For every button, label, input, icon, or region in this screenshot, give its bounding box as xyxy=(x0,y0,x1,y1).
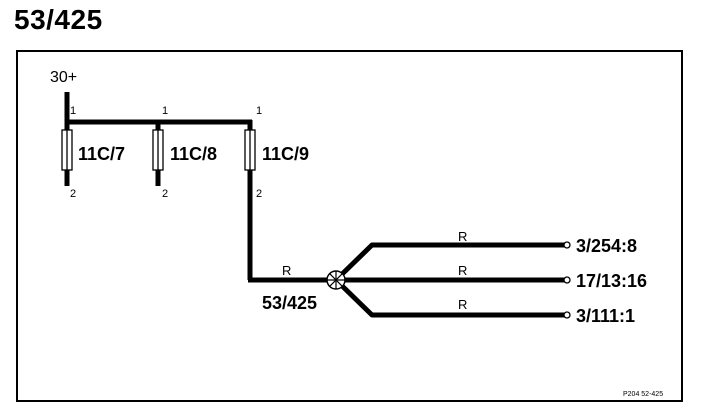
wire-color-label: R xyxy=(282,263,291,278)
fuse-label: 11C/9 xyxy=(262,144,309,164)
page-title: 53/425 xyxy=(14,4,103,35)
reference-code: P204 52-425 xyxy=(623,391,663,398)
terminal-icon xyxy=(563,311,571,319)
output-connector: R 17/13:16 xyxy=(458,263,647,291)
wire-color-label: R xyxy=(458,263,467,278)
fuse-11c-9: 1 2 11C/9 xyxy=(244,105,309,280)
fuse-pin-bottom: 2 xyxy=(70,188,76,200)
wire-color-label: R xyxy=(458,297,467,312)
output-connector: R 3/254:8 xyxy=(458,229,637,256)
terminal-icon xyxy=(563,276,571,284)
diagram-frame xyxy=(16,50,683,402)
fuse-pin-top: 1 xyxy=(162,105,168,117)
wire-color-label: R xyxy=(458,229,467,244)
destination-label: 3/254:8 xyxy=(576,236,637,256)
terminal-icon xyxy=(563,241,571,249)
destination-label: 17/13:16 xyxy=(576,271,647,291)
fuse-pin-bottom: 2 xyxy=(162,188,168,200)
output-branches xyxy=(334,242,566,318)
supply-label: 30+ xyxy=(50,69,77,86)
fuse-label: 11C/7 xyxy=(78,144,125,164)
fuse-pin-bottom: 2 xyxy=(256,188,262,200)
splice-icon xyxy=(326,270,346,290)
splice-label: 53/425 xyxy=(262,293,317,313)
output-connector: R 3/111:1 xyxy=(458,297,635,326)
fuse-label: 11C/8 xyxy=(170,144,217,164)
fuse-pin-top: 1 xyxy=(70,105,76,117)
fuse-11c-7: 1 2 11C/7 xyxy=(61,105,125,200)
fuse-pin-top: 1 xyxy=(256,105,262,117)
destination-label: 3/111:1 xyxy=(576,306,635,326)
fuse-11c-8: 1 2 11C/8 xyxy=(152,105,217,200)
